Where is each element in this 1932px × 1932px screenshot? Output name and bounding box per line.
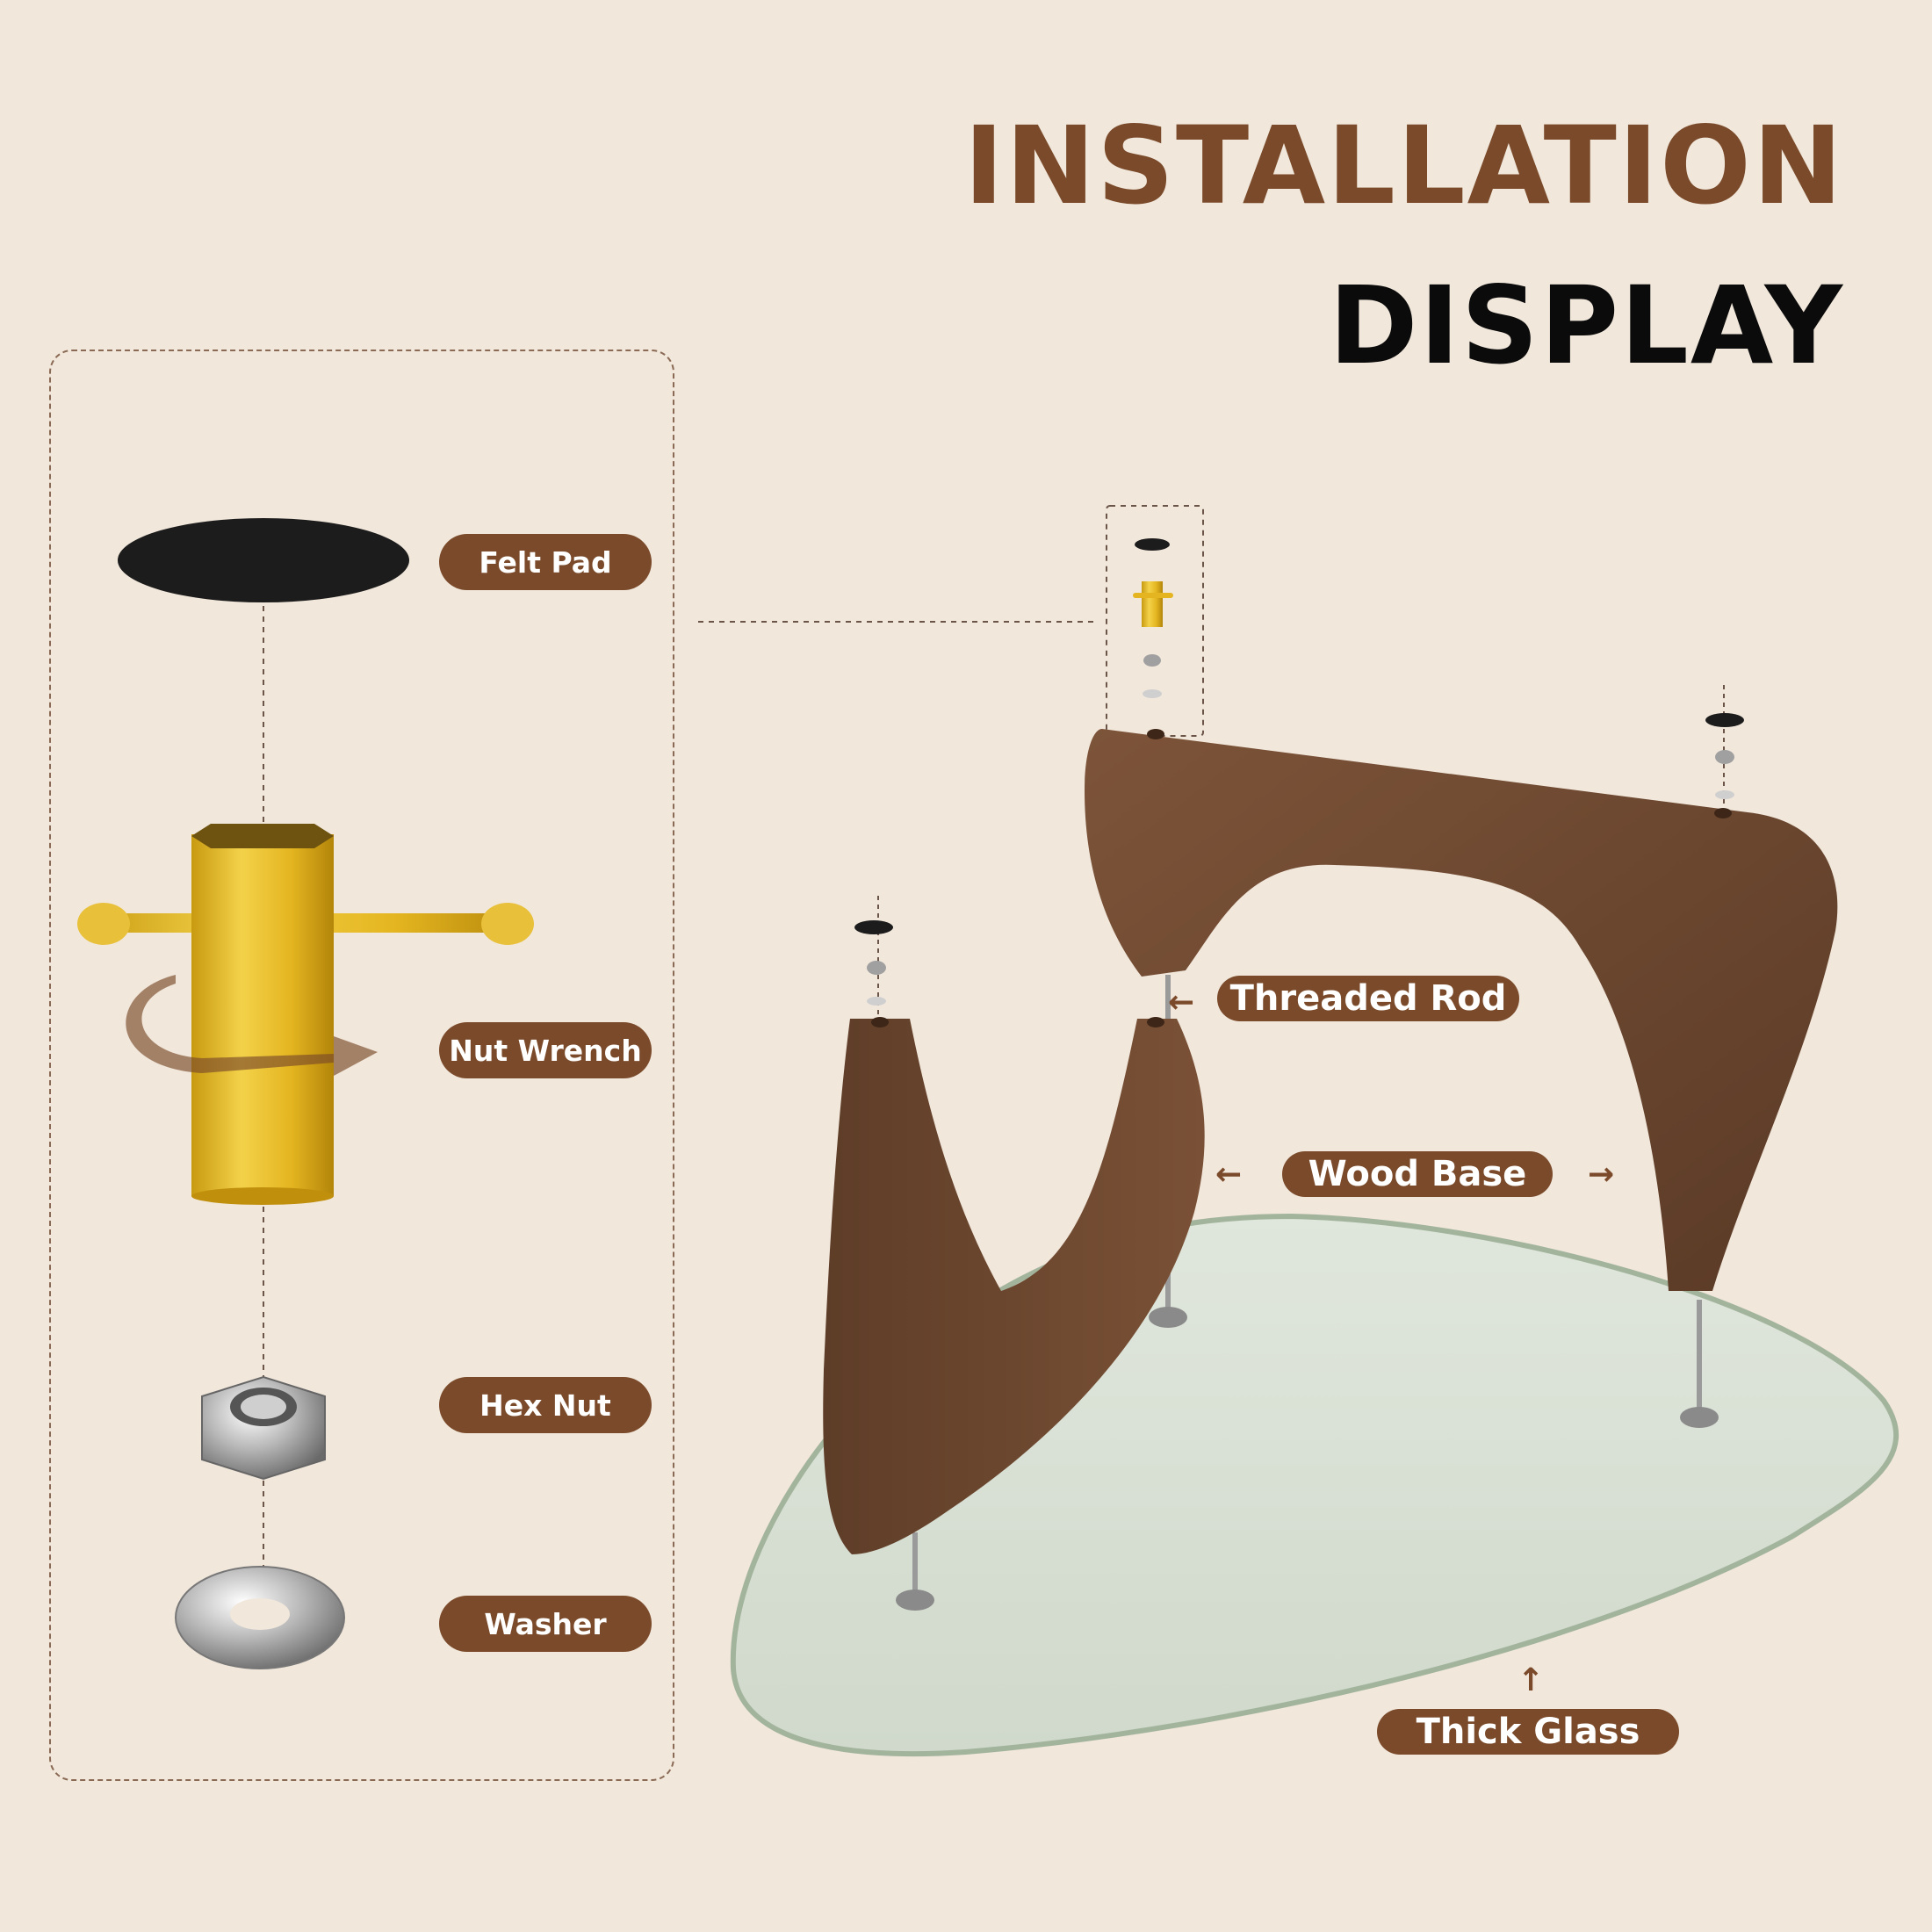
nut-wrench-icon [77,824,534,1205]
label-wood-base: Wood Base [1282,1151,1553,1197]
label-thick-glass: Thick Glass [1377,1709,1679,1755]
arrow-up-icon: ↑ [1517,1665,1544,1697]
hardware-stack-center [1133,538,1173,698]
arrow-left-icon: ← [1215,1159,1242,1191]
label-threaded-rod: Threaded Rod [1217,976,1519,1021]
label-washer: Washer [439,1596,652,1652]
label-hex-nut: Hex Nut [439,1377,652,1433]
label-nut-wrench: Nut Wrench [439,1022,652,1078]
washer-icon [176,1567,344,1669]
hardware-stack-left [854,896,893,1014]
arrow-right-icon: → [1588,1159,1614,1191]
arrow-left-icon: ← [1168,987,1194,1019]
label-felt-pad: Felt Pad [439,534,652,590]
felt-pad-icon [118,518,409,602]
hardware-stack-right [1705,685,1744,804]
hex-nut-icon [202,1377,325,1479]
